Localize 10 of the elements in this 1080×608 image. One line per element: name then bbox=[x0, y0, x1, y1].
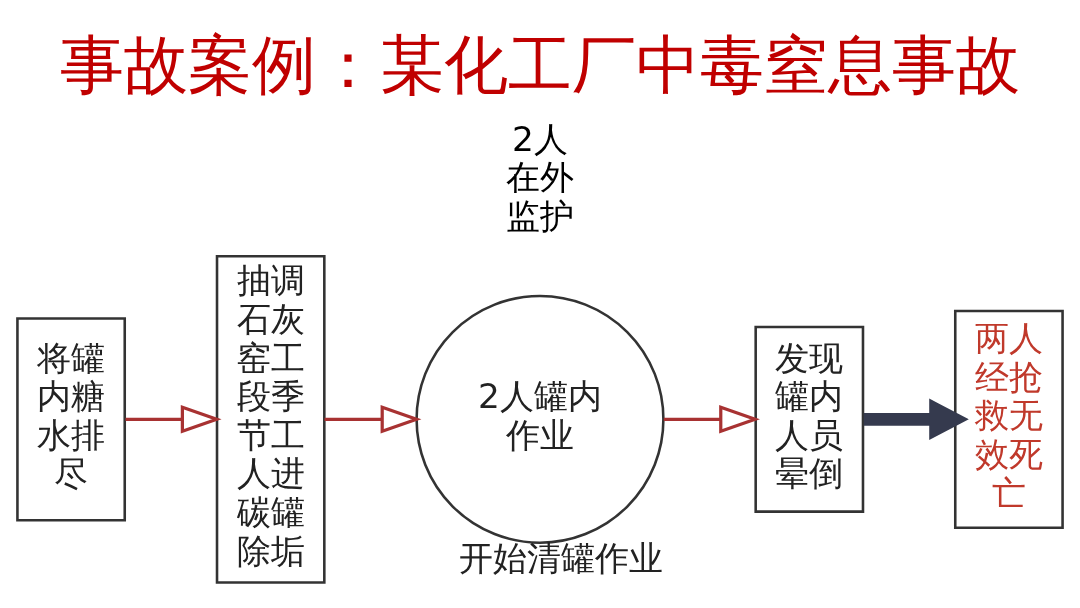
node-box: 发现罐内人员晕倒 bbox=[754, 325, 865, 513]
node-box: 抽调石灰窑工段季节工人进碳罐除垢 bbox=[215, 254, 326, 584]
label: 2人在外监护 bbox=[506, 118, 574, 236]
arrow bbox=[324, 404, 422, 434]
diagram-title: 事故案例：某化工厂中毒窒息事故 bbox=[60, 26, 1020, 102]
arrow bbox=[863, 398, 969, 440]
node-box: 两人经抢救无效死亡 bbox=[953, 309, 1064, 529]
arrow bbox=[663, 404, 760, 434]
node-box: 将罐内糖水排尽 bbox=[16, 316, 127, 521]
arrow bbox=[125, 404, 222, 434]
